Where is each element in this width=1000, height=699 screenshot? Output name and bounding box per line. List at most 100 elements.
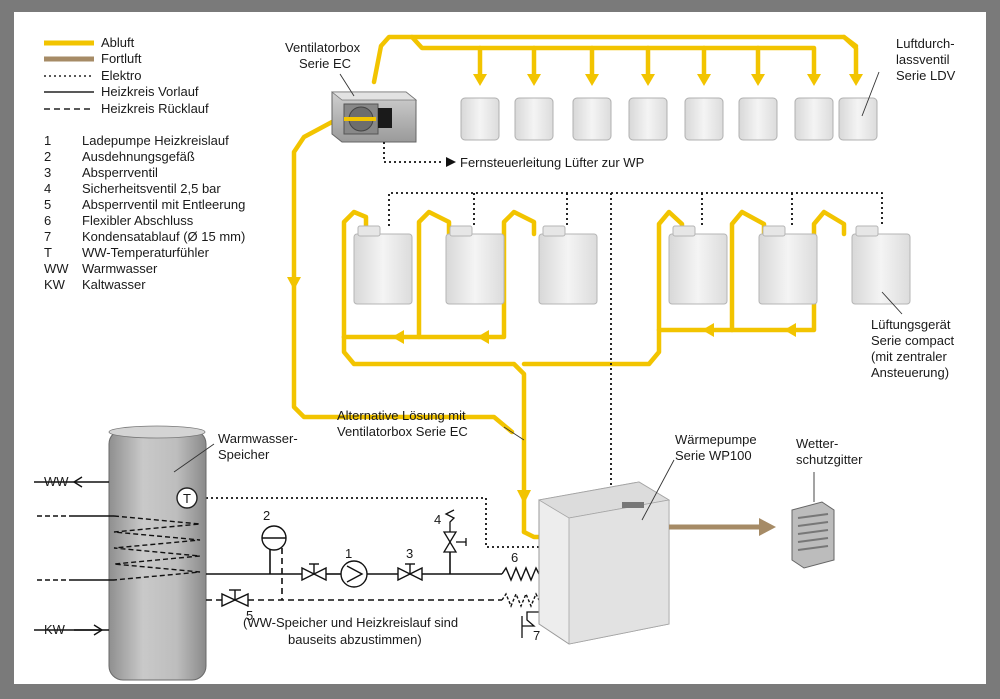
- abluft-branch-2: [341, 209, 452, 340]
- label-speicher-1: Warmwasser-: [218, 431, 298, 446]
- abluft-ducts: [291, 34, 859, 540]
- legend-num: 3: [44, 165, 51, 180]
- label-kw: KW: [44, 622, 66, 637]
- legend-label-abluft: Abluft: [101, 35, 135, 50]
- wetterschutzgitter: [791, 501, 835, 569]
- legend-text: WW-Temperaturfühler: [82, 245, 210, 260]
- system-diagram: Abluft Fortluft Elektro Heizkreis Vorlau…: [34, 34, 956, 681]
- label-lueftungsgeraet-4: Ansteuerung): [871, 365, 949, 380]
- label-bauseits-2: bauseits abzustimmen): [288, 632, 422, 647]
- ww-kw-arrows: [34, 476, 104, 636]
- label-luftdurchlass-3: Serie LDV: [896, 68, 956, 83]
- label-alternative-2: Ventilatorbox Serie EC: [337, 424, 468, 439]
- diagram-frame: Abluft Fortluft Elektro Heizkreis Vorlau…: [14, 12, 986, 684]
- flexible-connector-icons: [501, 566, 540, 608]
- abluft-left-vertical: [291, 119, 515, 435]
- label-wetterschutz-1: Wetter-: [796, 436, 838, 451]
- legend-text: Sicherheitsventil 2,5 bar: [82, 181, 221, 196]
- pump-icon: [340, 560, 368, 588]
- arrow-down: [585, 74, 599, 86]
- label-num-6: 6: [511, 550, 518, 565]
- arrow-left: [392, 330, 404, 344]
- label-waermepumpe-1: Wärmepumpe: [675, 432, 757, 447]
- label-num-1: 1: [345, 546, 352, 561]
- legend-text: Ausdehnungsgefäß: [82, 149, 195, 164]
- valve-icons: [221, 563, 423, 608]
- label-lueftungsgeraet-2: Serie compact: [871, 333, 954, 348]
- numbered-legend: 1 Ladepumpe Heizkreislauf 2 Ausdehnungsg…: [44, 133, 245, 292]
- compact-units: [353, 225, 911, 305]
- label-ventilatorbox-2: Serie EC: [299, 56, 351, 71]
- legend-label-fortluft: Fortluft: [101, 51, 142, 66]
- legend-label-elektro: Elektro: [101, 68, 141, 83]
- label-ventilatorbox-1: Ventilatorbox: [285, 40, 361, 55]
- arrow-down: [641, 74, 655, 86]
- temperature-sensor-icon: [176, 487, 198, 509]
- legend-num: KW: [44, 277, 66, 292]
- top-valves: [460, 97, 878, 141]
- legend-text: Kondensatablauf (Ø 15 mm): [82, 229, 245, 244]
- condensate-drain-icon: [521, 611, 539, 638]
- arrow-left: [784, 323, 796, 337]
- label-luftdurchlass-2: lassventil: [896, 52, 950, 67]
- legend-text: Flexibler Abschluss: [82, 213, 194, 228]
- arrow-down: [287, 277, 301, 290]
- label-fernsteuer: Fernsteuerleitung Lüfter zur WP: [460, 155, 644, 170]
- label-ww: WW: [44, 474, 69, 489]
- label-lueftungsgeraet-1: Lüftungsgerät: [871, 317, 951, 332]
- abluft-arrows: [287, 74, 863, 504]
- legend-text: Absperrventil mit Entleerung: [82, 197, 245, 212]
- abluft-branch-3: [416, 209, 537, 340]
- diagram-labels: Ventilatorbox Serie EC Luftdurch- lassve…: [44, 36, 956, 647]
- arrow-down: [751, 74, 765, 86]
- legend-text: Ladepumpe Heizkreislauf: [82, 133, 229, 148]
- arrow-left: [477, 330, 489, 344]
- elektro-lines: [196, 142, 883, 548]
- abluft-main-down: [341, 334, 527, 535]
- abluft-branch-4: [521, 209, 685, 367]
- ww-speicher: T: [108, 425, 207, 681]
- legend-num: 5: [44, 197, 51, 212]
- label-num-2: 2: [263, 508, 270, 523]
- arrow-right: [446, 157, 456, 167]
- label-bauseits-1: (WW-Speicher und Heizkreislauf sind: [243, 615, 458, 630]
- arrow-down: [527, 74, 541, 86]
- legend-num: WW: [44, 261, 69, 276]
- t-symbol: T: [183, 491, 191, 506]
- label-num-4: 4: [434, 512, 441, 527]
- label-num-3: 3: [406, 546, 413, 561]
- abluft-branch-6: [729, 209, 847, 333]
- label-alternative-1: Alternative Lösung mit: [337, 408, 466, 423]
- label-wetterschutz-2: schutzgitter: [796, 452, 863, 467]
- arrow-down: [849, 74, 863, 86]
- legend-num: 6: [44, 213, 51, 228]
- legend-num: 4: [44, 181, 51, 196]
- arrow-down: [807, 74, 821, 86]
- safety-valve-icon: [442, 509, 467, 553]
- waermepumpe: [537, 481, 671, 645]
- legend-text: Warmwasser: [82, 261, 158, 276]
- label-waermepumpe-2: Serie WP100: [675, 448, 752, 463]
- heizkreis-ruecklauf: [34, 515, 502, 601]
- label-num-5: 5: [246, 608, 253, 623]
- label-lueftungsgeraet-3: (mit zentraler: [871, 349, 948, 364]
- arrow-down: [697, 74, 711, 86]
- label-luftdurchlass-1: Luftdurch-: [896, 36, 955, 51]
- arrow-down: [473, 74, 487, 86]
- label-speicher-2: Speicher: [218, 447, 270, 462]
- legend: Abluft Fortluft Elektro Heizkreis Vorlau…: [44, 35, 209, 116]
- legend-label-ruecklauf: Heizkreis Rücklauf: [101, 101, 209, 116]
- legend-text: Kaltwasser: [82, 277, 146, 292]
- legend-text: Absperrventil: [82, 165, 158, 180]
- leader-lines: [173, 71, 903, 521]
- expansion-vessel-icon: [261, 525, 287, 551]
- abluft-branch-1: [341, 209, 369, 340]
- legend-num: 7: [44, 229, 51, 244]
- arrow-left: [702, 323, 714, 337]
- arrow-down: [517, 490, 531, 504]
- abluft-top-main: [371, 34, 859, 85]
- legend-num: 1: [44, 133, 51, 148]
- legend-num: T: [44, 245, 52, 260]
- fortluft-duct: [669, 518, 776, 536]
- label-num-7: 7: [533, 628, 540, 643]
